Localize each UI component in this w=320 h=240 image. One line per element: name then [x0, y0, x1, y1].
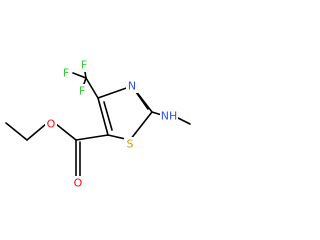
- atom-o-carbonyl: O: [74, 177, 83, 190]
- atom-s-ring: S: [127, 138, 134, 151]
- bond-c4-c5-double: [103, 101, 113, 131]
- bond-cf3-c-f-left: [72, 72, 87, 79]
- atom-o-ester: O: [47, 118, 56, 131]
- bond-c5-carbonyl-c: [75, 134, 109, 141]
- bond-c2-s1: [129, 111, 153, 141]
- label-bg-o-ester: [45, 117, 57, 131]
- bond-o-ch2: [26, 123, 47, 141]
- bond-cf3-c-c4: [85, 77, 99, 99]
- atom-labels: F F F N NH S O O: [45, 58, 178, 190]
- label-bg-f-top: [78, 58, 90, 72]
- bond-c4-c5: [97, 97, 109, 136]
- bond-carbonyl-c-o-ester: [55, 123, 77, 141]
- atom-n-amine: NH: [161, 110, 178, 123]
- label-bg-n-amine: [160, 109, 178, 123]
- molecule-structure: F F F N NH S O O: [5, 58, 191, 190]
- label-bg-o-carbonyl: [72, 176, 84, 190]
- label-bg-f-mid: [76, 84, 88, 98]
- label-bg-n-ring: [126, 79, 138, 93]
- atom-f-mid: F: [79, 85, 85, 98]
- label-bg-s-ring: [124, 137, 136, 151]
- bond-ch2-ch3: [5, 122, 28, 141]
- atom-f-left: F: [63, 67, 69, 80]
- bond-n3-c2-double: [135, 91, 149, 110]
- atom-f-top: F: [81, 59, 87, 72]
- atom-n-ring: N: [128, 80, 136, 93]
- label-bg-f-left: [60, 66, 72, 80]
